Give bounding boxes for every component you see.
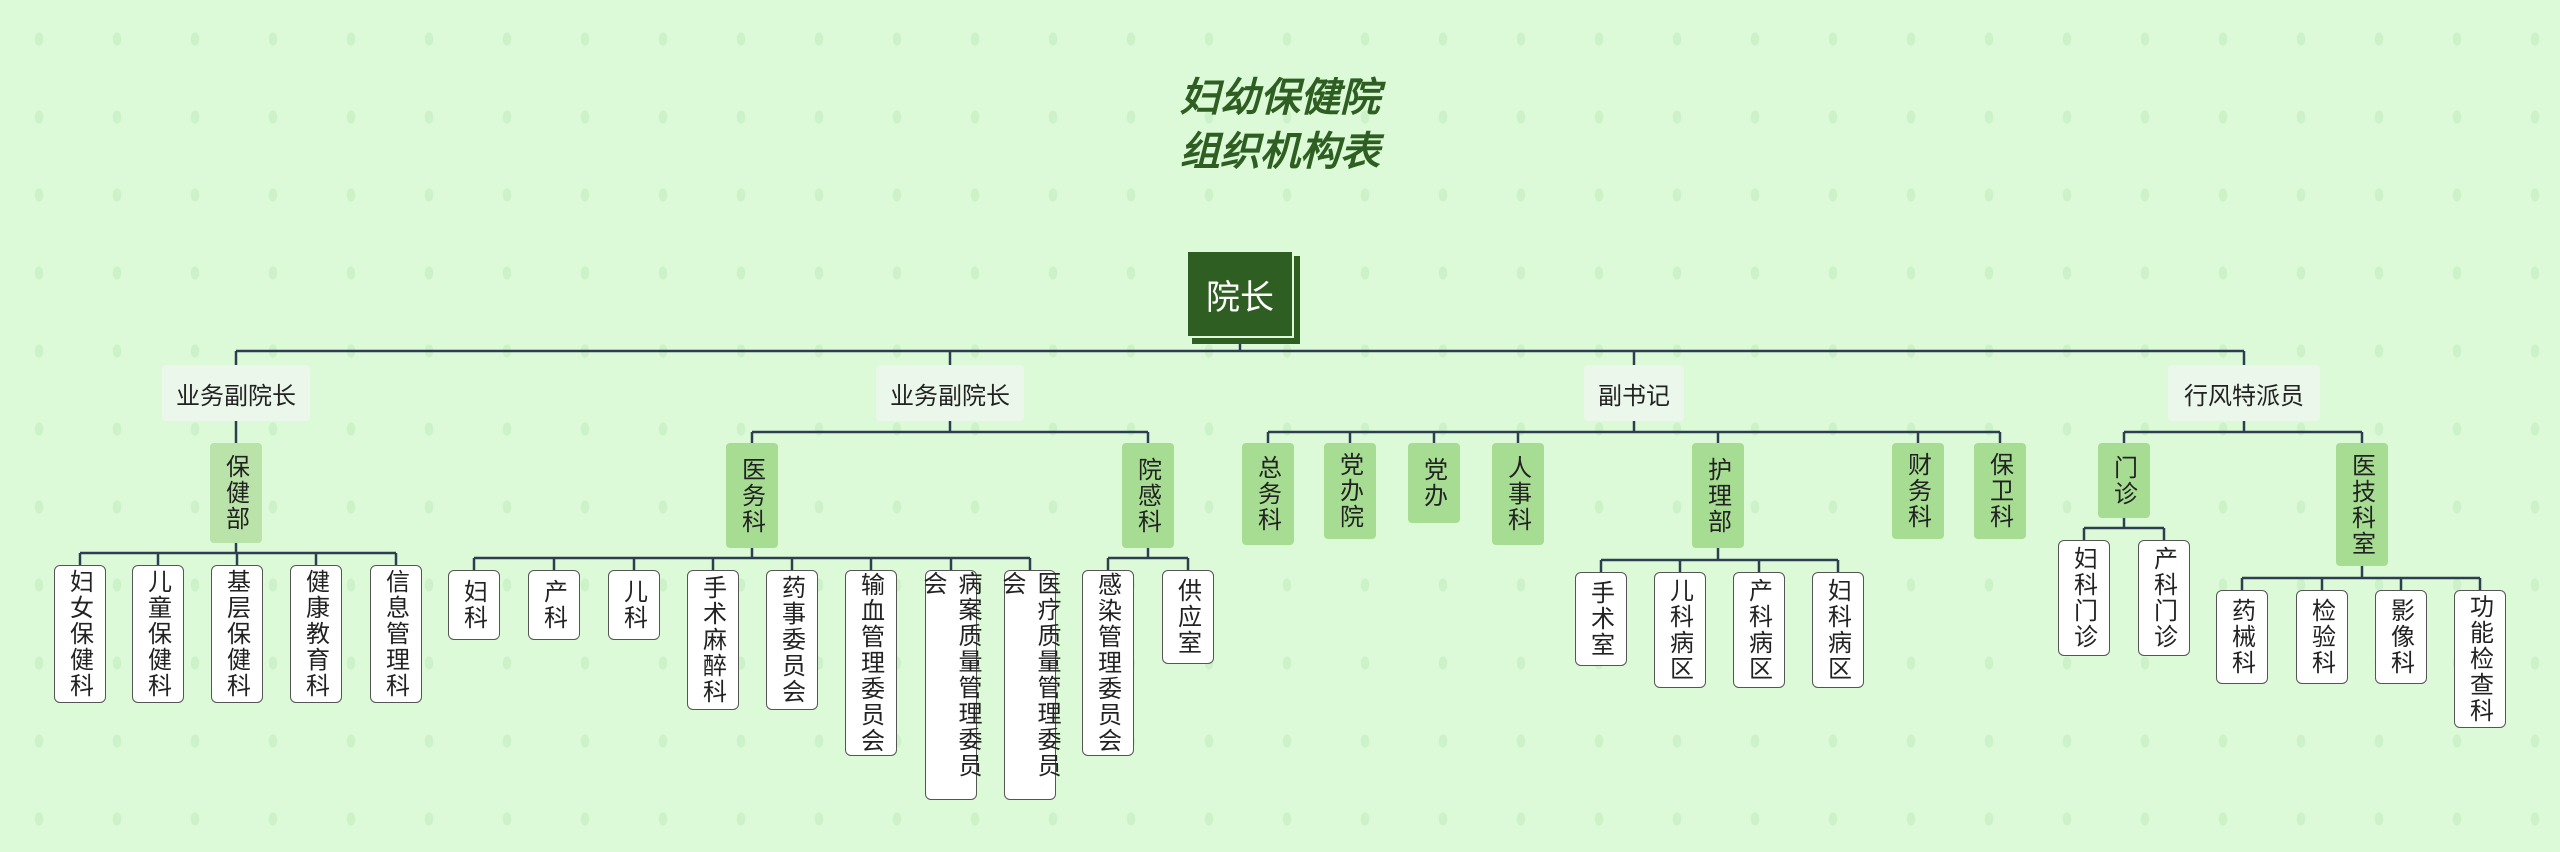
node-yuanganke: 院感科 — [1122, 443, 1174, 548]
node-baoweike: 保卫科 — [1974, 443, 2026, 539]
leaf-node: 输血管理委员会 — [845, 570, 897, 756]
node-renshike: 人事科 — [1492, 443, 1544, 545]
leaf-node: 妇科门诊 — [2058, 540, 2110, 656]
leaf-node: 儿科 — [608, 570, 660, 640]
node-baojianbu: 保健部 — [210, 443, 262, 543]
leaf-node: 产科 — [528, 570, 580, 640]
node-menzhen: 门诊 — [2098, 443, 2150, 518]
node-vice-president-1: 业务副院长 — [162, 365, 310, 421]
leaf-node: 妇科 — [448, 570, 500, 640]
chart-title-line1: 妇幼保健院 — [1180, 75, 1380, 121]
node-conduct-inspector: 行风特派员 — [2168, 365, 2320, 421]
leaf-node: 妇女保健科 — [54, 565, 106, 703]
node-president: 院长 — [1186, 250, 1294, 338]
leaf-node: 影像科 — [2375, 590, 2427, 684]
leaf-node: 医疗质量管理委员会 — [998, 570, 1061, 800]
leaf-node: 药械科 — [2216, 590, 2268, 684]
leaf-node: 功能检查科 — [2454, 590, 2506, 728]
node-zongwuke: 总务科 — [1242, 443, 1294, 545]
node-deputy-secretary: 副书记 — [1584, 365, 1684, 421]
node-vice-president-2: 业务副院长 — [876, 365, 1024, 421]
node-yijikeshi: 医技科室 — [2336, 443, 2388, 566]
leaf-node: 产科病区 — [1733, 572, 1785, 688]
leaf-node: 儿童保健科 — [132, 565, 184, 703]
leaf-node: 检验科 — [2296, 590, 2348, 684]
leaf-node: 产科门诊 — [2138, 540, 2190, 656]
node-dangban: 党办 — [1408, 443, 1460, 523]
leaf-node: 基层保健科 — [211, 565, 263, 703]
node-yiwuke: 医务科 — [726, 443, 778, 548]
node-caiwuke: 财务科 — [1892, 443, 1944, 539]
node-dangbanyuan: 党办院 — [1324, 443, 1376, 539]
chart-title-line2: 组织机构表 — [1180, 129, 1380, 175]
leaf-node: 手术室 — [1575, 572, 1627, 666]
leaf-node: 手术麻醉科 — [687, 570, 739, 710]
node-hulibu: 护理部 — [1692, 443, 1744, 548]
leaf-node: 病案质量管理委员会 — [919, 570, 982, 800]
leaf-node: 供应室 — [1162, 570, 1214, 664]
leaf-node: 儿科病区 — [1654, 572, 1706, 688]
leaf-node: 感染管理委员会 — [1082, 570, 1134, 756]
leaf-node: 妇科病区 — [1812, 572, 1864, 688]
leaf-node: 信息管理科 — [370, 565, 422, 703]
leaf-node: 药事委员会 — [766, 570, 818, 710]
leaf-node: 健康教育科 — [290, 565, 342, 703]
